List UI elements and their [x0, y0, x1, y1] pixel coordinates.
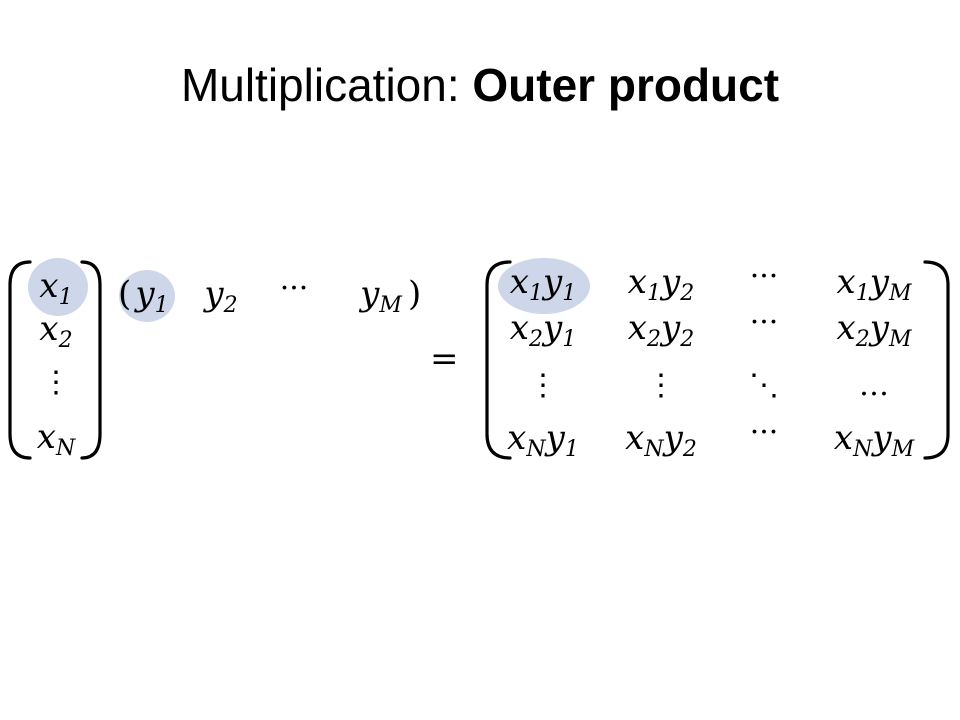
equals-sign: = — [430, 339, 459, 379]
result-matrix-entry: xNyM — [834, 418, 915, 462]
result-matrix-dots: ⋱ — [749, 368, 779, 403]
result-matrix-entry: x2yM — [837, 308, 912, 352]
result-matrix-dots: ⋮ — [646, 368, 676, 403]
row-vector-left-paren: ( — [118, 274, 131, 314]
result-matrix-entry: x2y1 — [510, 308, 576, 352]
title-prefix: Multiplication: — [180, 59, 473, 111]
row-vector-entry: y1 — [133, 274, 168, 318]
highlight-y1 — [119, 270, 175, 322]
highlight-x1y1 — [498, 258, 590, 314]
result-matrix: x1y1 x1y2 ··· x1yM x2y1 x2y2 ··· x2yM ⋮ ⋮ ⋱ … xNy1 xN… — [507, 259, 914, 462]
result-matrix-entry: x1y1 — [510, 262, 576, 306]
result-matrix-entry: x1yM — [837, 262, 912, 306]
result-matrix-left-bracket — [485, 260, 512, 460]
row-vector: () y1 y2 ··· yM — [118, 271, 421, 318]
result-matrix-entry: xNy1 — [507, 418, 579, 462]
column-vector-entry: xN — [37, 417, 76, 461]
column-vector-entry: x1 — [39, 266, 72, 310]
column-vector-left-bracket — [8, 260, 32, 460]
result-matrix-dots: ··· — [750, 259, 779, 294]
result-matrix-dots: ⋮ — [528, 368, 558, 403]
column-vector-vdots: ⋮ — [41, 365, 71, 400]
result-matrix-dots: … — [859, 368, 889, 403]
result-matrix-dots: ··· — [750, 305, 779, 340]
row-vector-cdots: ··· — [280, 271, 309, 306]
column-vector-entry: x2 — [39, 309, 72, 353]
highlight-x1 — [28, 258, 88, 316]
title-emphasis: Outer product — [472, 59, 780, 111]
row-vector-entry: y2 — [202, 274, 237, 318]
row-vector-entry: yM — [358, 274, 402, 318]
result-matrix-entry: x1y2 — [628, 262, 694, 306]
result-matrix-right-bracket — [923, 260, 950, 460]
result-matrix-entry: xNy2 — [625, 418, 697, 462]
result-matrix-dots: ··· — [750, 415, 779, 450]
column-vector-right-bracket — [80, 260, 102, 460]
row-vector-right-paren: ) — [408, 274, 421, 314]
result-matrix-entry: x2y2 — [628, 308, 694, 352]
slide-title: Multiplication: Outer product — [0, 58, 960, 113]
